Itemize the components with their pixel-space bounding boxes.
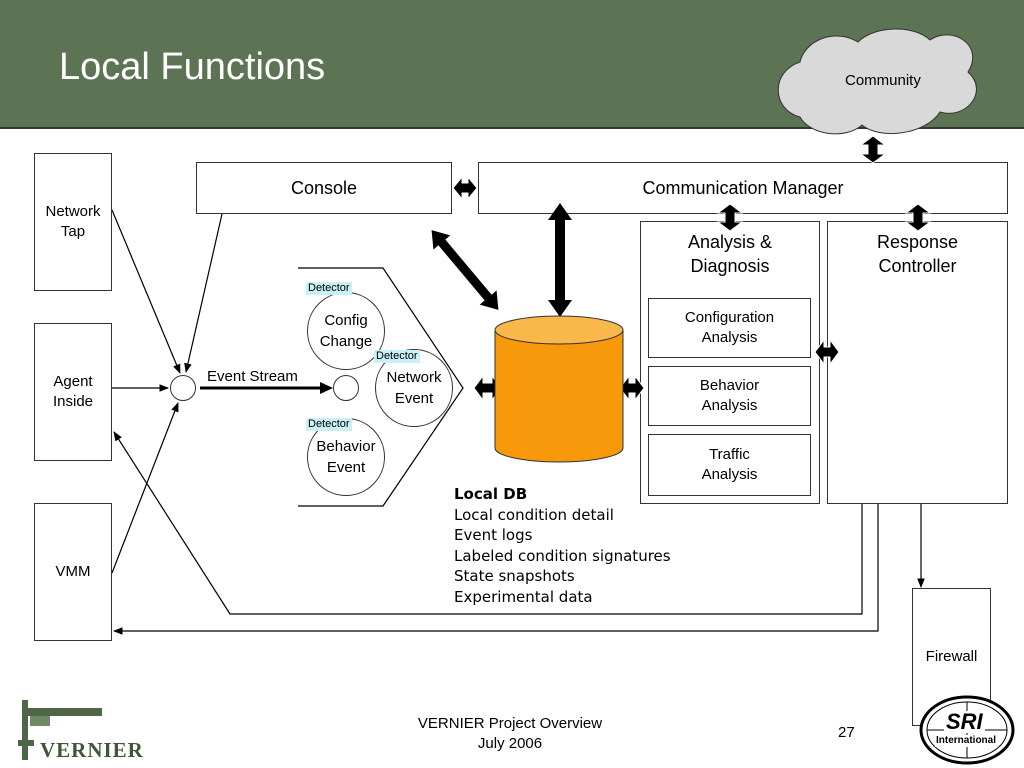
console-commmgr-double-arrow (452, 175, 478, 201)
commmgr-analysis-double-arrow (716, 203, 744, 232)
footer-project: VERNIER Project Overview (417, 715, 603, 732)
local-db-item: State snapshots (454, 567, 575, 585)
event-stream-label: Event Stream (207, 368, 298, 385)
sri-logo-subtext: International (935, 735, 998, 747)
local-db-item: Labeled condition signatures (454, 546, 671, 565)
console-to-merge-arrow (184, 213, 223, 373)
db-analysis-double-arrow (619, 374, 645, 402)
cloud-commmgr-double-arrow (859, 135, 887, 164)
console-box: Console (196, 162, 452, 214)
vmm-box: VMM (34, 503, 112, 641)
community-cloud (777, 28, 977, 135)
console-db-double-arrow (431, 230, 499, 310)
response-to-vmm-feedback-arrow (113, 504, 879, 635)
footer-caption: VERNIER Project Overview July 2006 (380, 714, 640, 754)
local-db-item: Event logs (454, 526, 533, 544)
network-tap-to-merge-arrow (111, 209, 181, 374)
detector-tag: Detector (306, 418, 352, 431)
analysis-response-double-arrow (814, 338, 840, 366)
local-db-cylinder (494, 315, 624, 463)
event-merge-node (170, 375, 196, 401)
detector-tag: Detector (374, 350, 420, 363)
local-db-item: Local condition detail (454, 505, 614, 524)
local-db-description: Local DB Local condition detail Event lo… (454, 484, 671, 607)
community-label: Community (845, 72, 921, 89)
vernier-logo-text: VERNIER (40, 738, 144, 762)
commmgr-db-double-arrow (548, 203, 572, 317)
page-number: 27 (838, 724, 855, 741)
vmm-to-merge-arrow (111, 402, 179, 574)
local-db-title: Local DB (454, 485, 528, 503)
stream-node (333, 375, 359, 401)
detector-region-outline (298, 267, 464, 507)
slide-title: Local Functions (59, 46, 326, 88)
commmgr-response-double-arrow (904, 203, 932, 232)
local-db-item: Experimental data (454, 587, 593, 606)
sri-logo-text: SRI (944, 709, 985, 734)
footer-date: July 2006 (477, 735, 543, 752)
vernier-caliper-icon (18, 700, 102, 760)
response-to-agent-feedback-arrow (113, 431, 863, 615)
detector-tag: Detector (306, 282, 352, 295)
